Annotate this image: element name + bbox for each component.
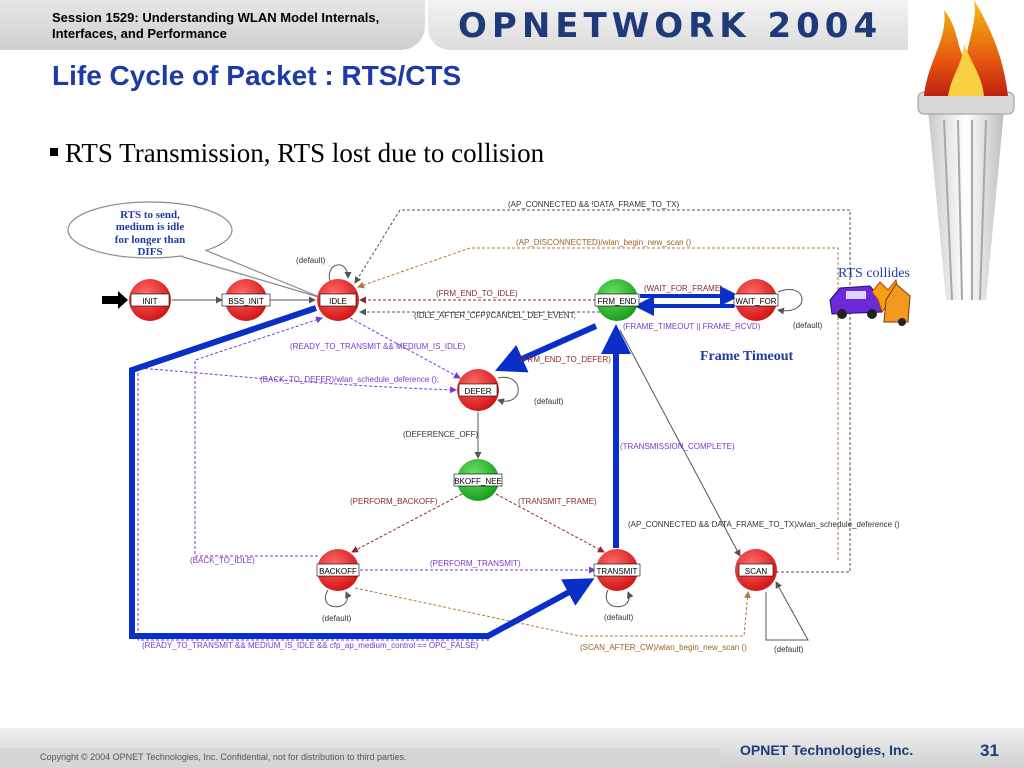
state-frm-end: FRM_END	[594, 279, 640, 321]
edge-default-defer	[497, 376, 519, 406]
logo-box	[428, 0, 908, 50]
label-perform-backoff: (PERFORM_BACKOFF)	[350, 497, 438, 506]
highlight-path	[129, 286, 740, 639]
edge-default-wait	[777, 289, 803, 315]
callout-line3: for longer than	[115, 234, 186, 246]
state-label: IDLE	[329, 297, 347, 306]
label-back-to-defer: (BACK_TO_DEFER)/wlan_schedule_deference …	[260, 375, 439, 384]
bullet-text: RTS Transmission, RTS lost due to collis…	[65, 138, 545, 168]
edge-back-to-idle	[194, 316, 323, 557]
label-ap-connected: (AP_CONNECTED && !DATA_FRAME_TO_TX)	[508, 200, 679, 209]
label-wait-for-frame: (WAIT_FOR_FRAME)	[644, 284, 723, 293]
state-idle: IDLE	[317, 279, 359, 321]
copyright-text: Copyright © 2004 OPNET Technologies, Inc…	[40, 752, 407, 762]
callout-line1: RTS to send,	[120, 209, 180, 221]
label-frm-end-to-idle: (FRM_END_TO_IDLE)	[436, 289, 518, 298]
session-box: Session 1529: Understanding WLAN Model I…	[0, 0, 425, 50]
state-init: INIT	[129, 279, 171, 321]
label-ap-disconnected: (AP_DISCONNECTED)/wlan_begin_new_scan ()	[516, 238, 692, 247]
bullet-square-icon	[50, 148, 58, 156]
state-scan: SCAN	[735, 549, 777, 591]
edge-scan-to-right	[776, 470, 851, 573]
label-scan-after-cw: (SCAN_AFTER_CW)/wlan_begin_new_scan ()	[580, 643, 747, 652]
label-ready-to-transmit: (READY_TO_TRANSMIT && MEDIUM_IS_IDLE)	[290, 342, 466, 351]
edge-ready-to-transmit	[349, 317, 461, 379]
label-default-defer: (default)	[534, 397, 564, 406]
callout-line4: DIFS	[137, 246, 162, 258]
edge-perform-backoff	[351, 493, 463, 553]
label-default-scan: (default)	[774, 645, 804, 654]
state-label: INIT	[142, 297, 157, 306]
state-label: DEFER	[464, 387, 491, 396]
state-backoff: BACKOFF	[316, 549, 360, 591]
state-label: BACKOFF	[319, 567, 357, 576]
edge-back-to-defer	[129, 367, 457, 394]
edge-default-transmit	[605, 589, 634, 608]
state-defer: DEFER	[457, 369, 499, 411]
edge-ap-disconnected	[357, 247, 839, 560]
callout-bubble: RTS to send, medium is idle for longer t…	[67, 201, 323, 299]
label-ready-cfp: (READY_TO_TRANSMIT && MEDIUM_IS_IDLE && …	[142, 641, 479, 650]
edge-default-backoff	[325, 589, 352, 608]
state-label: FRM_END	[598, 297, 637, 306]
session-title: Session 1529: Understanding WLAN Model I…	[52, 10, 379, 42]
label-ap-connected-data: (AP_CONNECTED && DATA_FRAME_TO_TX)/wlan_…	[628, 520, 900, 529]
state-label: TRANSMIT	[597, 567, 638, 576]
company-name: OPNET Technologies, Inc.	[740, 742, 914, 758]
state-label: WAIT_FOR	[735, 297, 776, 306]
label-default-transmit: (default)	[604, 613, 634, 622]
label-idle-after-cfp: (IDLE_AFTER_CFP)/CANCEL_DEF_EVENT;	[414, 311, 576, 320]
label-default-idle: (default)	[296, 256, 326, 265]
state-label: BSS_INIT	[228, 297, 264, 306]
label-transmit-frame: (TRANSMIT_FRAME)	[518, 497, 597, 506]
car-collision-icon	[829, 278, 911, 326]
callout-line2: medium is idle	[116, 221, 185, 233]
state-bkoff-need: BKOFF_NEE	[453, 459, 503, 501]
right-arrow-icon	[102, 291, 128, 309]
state-label: SCAN	[745, 567, 767, 576]
session-line1: Session 1529: Understanding WLAN Model I…	[52, 10, 380, 25]
edge-transmit-frame	[495, 493, 605, 553]
edge-default-idle	[328, 264, 352, 283]
state-bss-init: BSS_INIT	[221, 279, 271, 321]
label-default-backoff: (default)	[322, 614, 352, 623]
session-line2: Interfaces, and Performance	[52, 26, 227, 41]
edge-default-scan	[765, 581, 809, 641]
opnetwork-logo: OPNETWORK 2004	[458, 6, 883, 46]
label-default-wait: (default)	[793, 321, 823, 330]
edge-ap-connected-data	[619, 329, 741, 557]
label-perform-transmit: (PERFORM_TRANSMIT)	[430, 559, 521, 568]
state-wait-for: WAIT_FOR	[733, 279, 779, 321]
bullet-item: RTS Transmission, RTS lost due to collis…	[50, 138, 544, 169]
edge-ready-cfp	[137, 368, 490, 641]
state-transmit: TRANSMIT	[593, 549, 641, 591]
slide-title: Life Cycle of Packet : RTS/CTS	[52, 60, 462, 91]
edge-scan-after-cw	[354, 587, 751, 637]
label-deference-off: (DEFERENCE_OFF)	[403, 430, 478, 439]
label-frm-end-to-defer: (FRM_END_TO_DEFER)	[520, 355, 611, 364]
torch-icon	[917, 0, 1015, 300]
label-transmission-complete: (TRANSMISSION_COMPLETE)	[620, 442, 735, 451]
label-back-to-idle: (BACK_TO_IDLE)	[190, 556, 255, 565]
label-frame-timeout: (FRAME_TIMEOUT || FRAME_RCVD)	[623, 322, 761, 331]
page-number: 31	[980, 741, 999, 760]
footer-left	[0, 748, 720, 768]
edge-ap-connected	[354, 209, 851, 470]
state-label: BKOFF_NEE	[454, 477, 502, 486]
frame-timeout-label: Frame Timeout	[700, 349, 794, 364]
rts-collides-label: RTS collides	[838, 266, 910, 281]
